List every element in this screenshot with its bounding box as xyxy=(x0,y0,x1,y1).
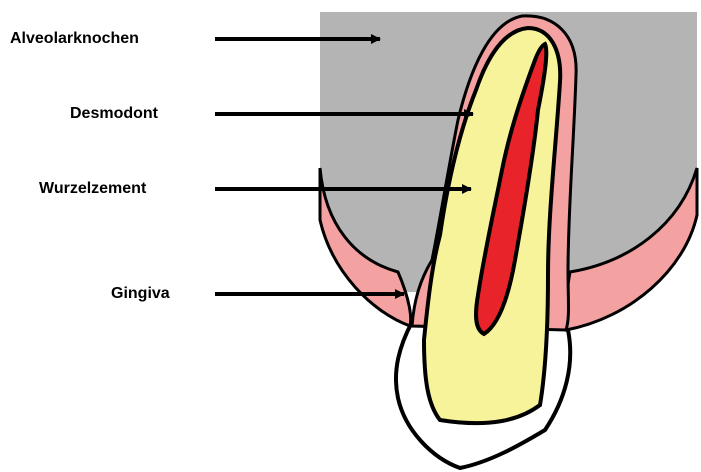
label-gingiva: Gingiva xyxy=(111,285,170,303)
label-wurzelzement: Wurzelzement xyxy=(39,180,146,198)
label-alveolarknochen: Alveolarknochen xyxy=(10,30,139,48)
label-desmodont: Desmodont xyxy=(70,105,158,123)
